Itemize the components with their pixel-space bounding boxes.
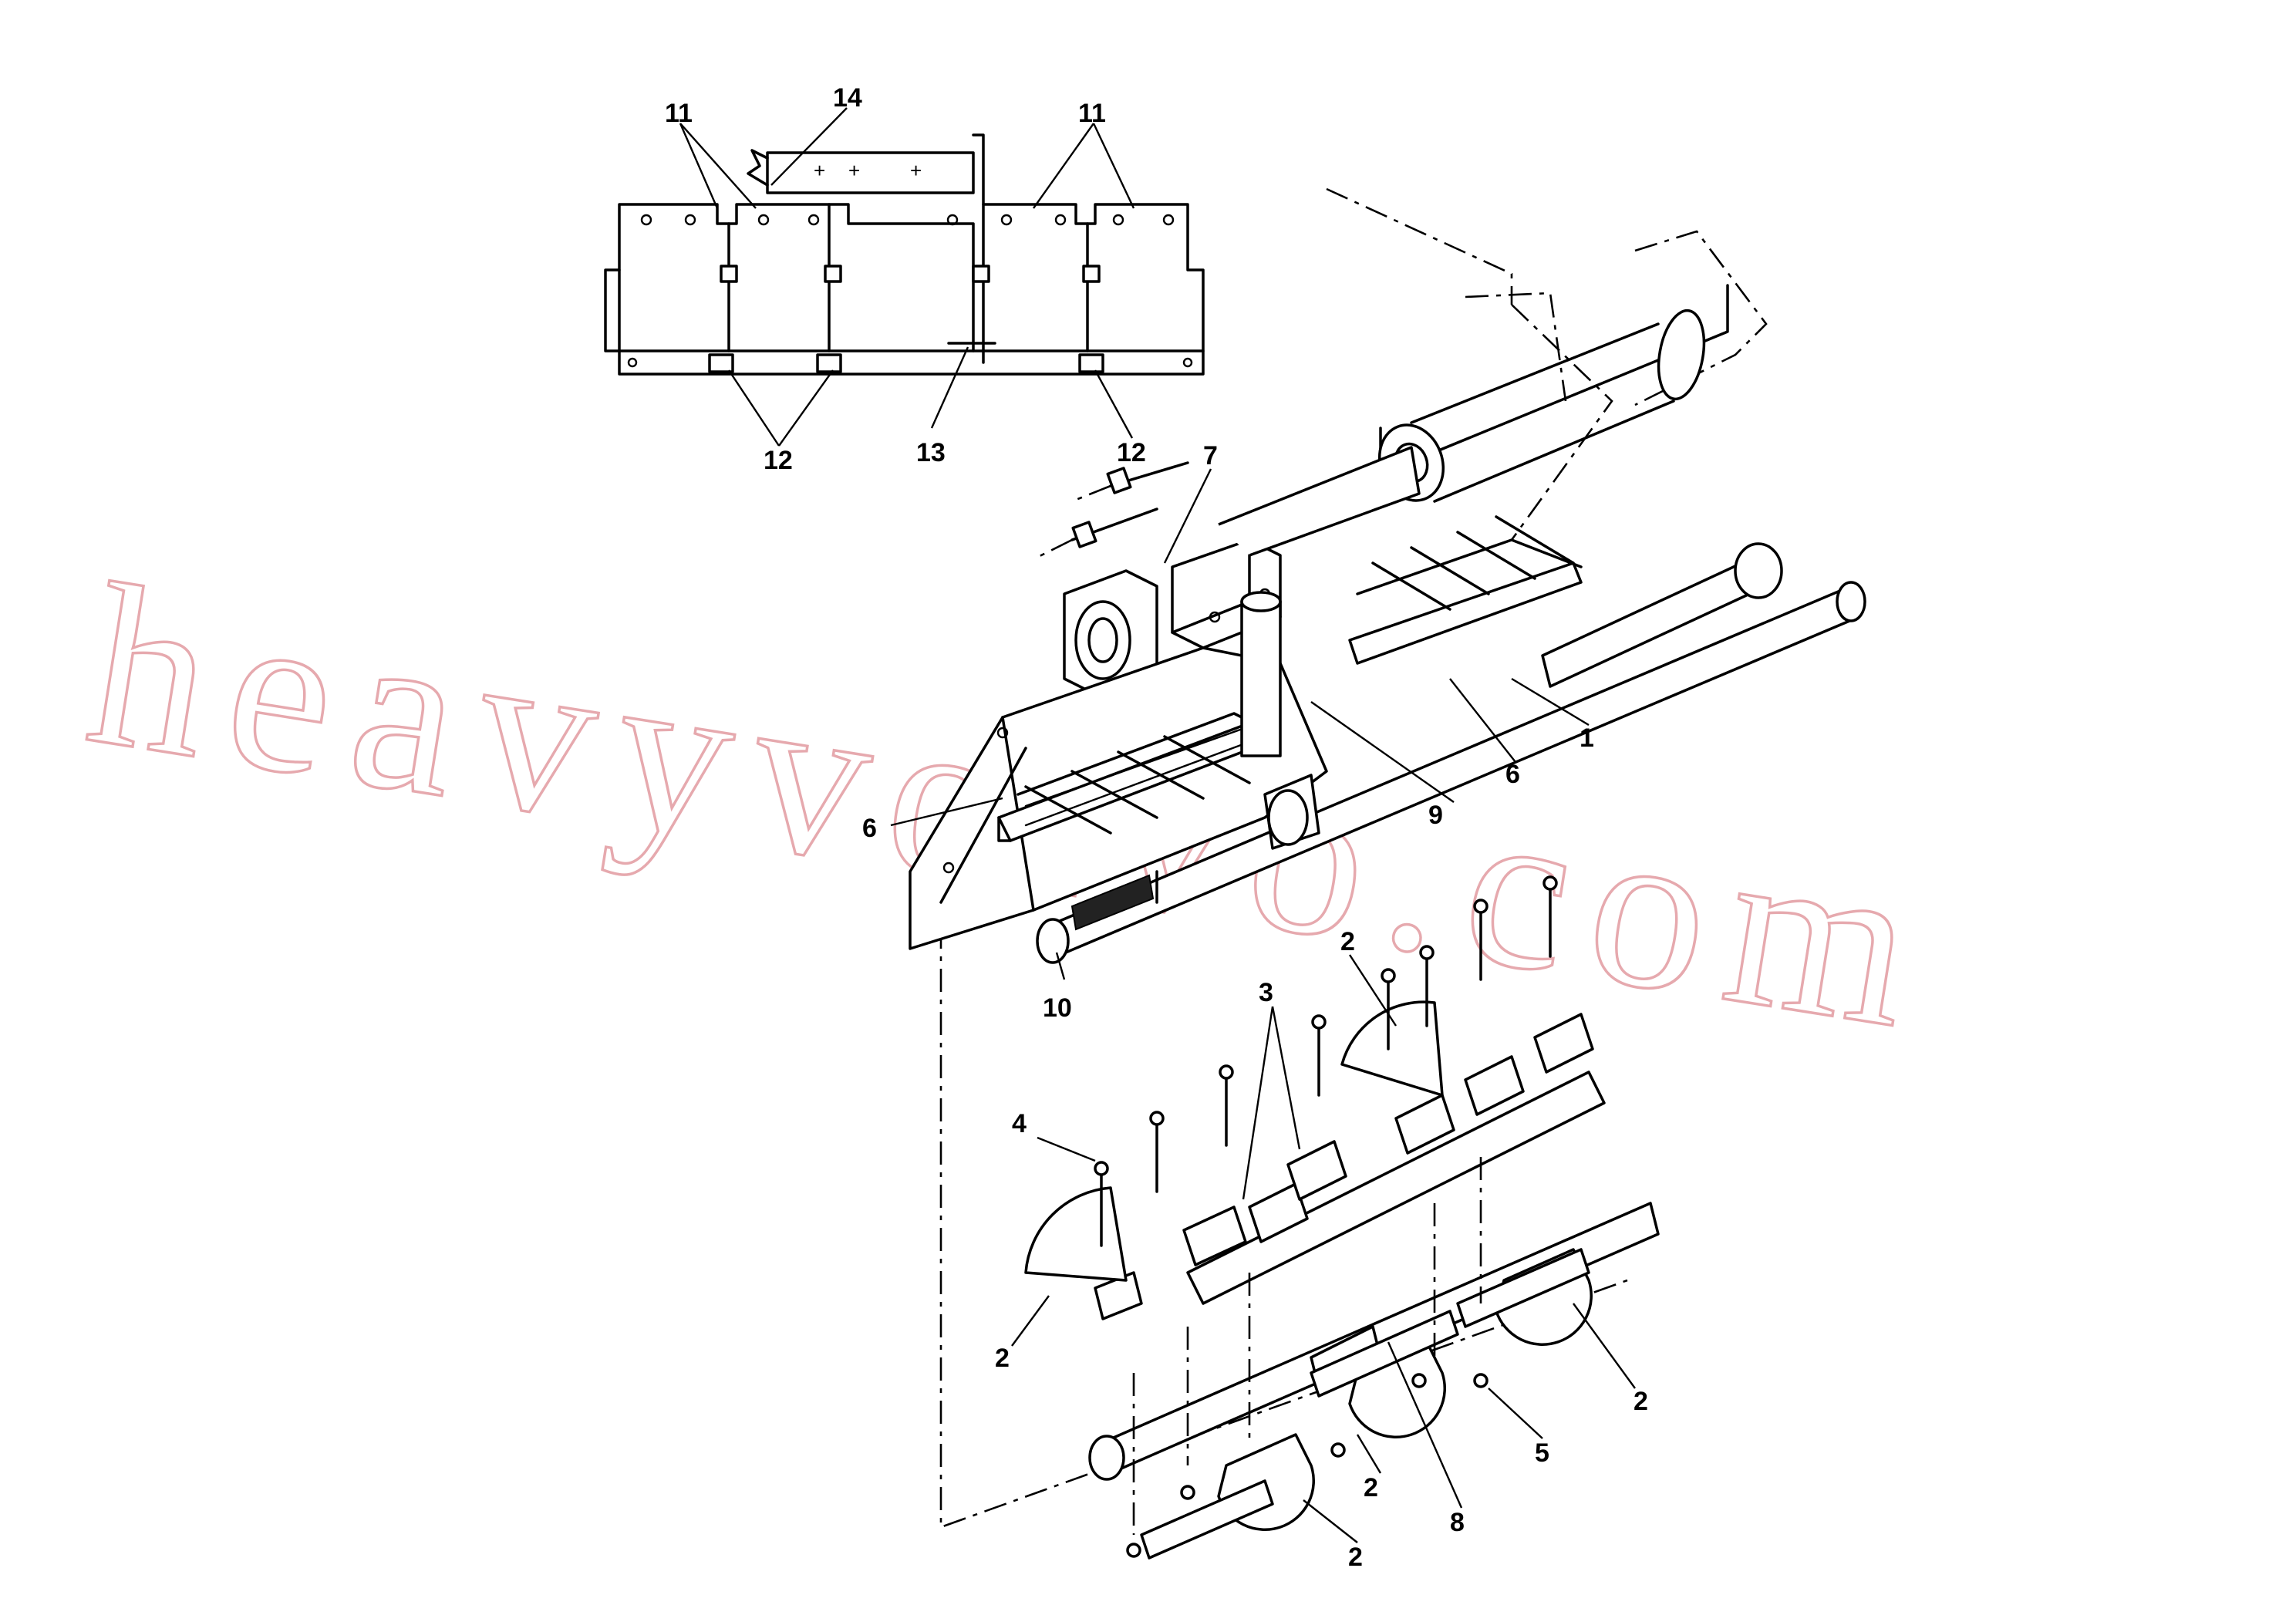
callout-2-bottom-mid: 2: [1364, 1473, 1378, 1502]
callout-14: 14: [833, 83, 862, 113]
svg-text:+: +: [910, 159, 922, 182]
callout-6-left: 6: [862, 814, 877, 843]
svg-text:+: +: [814, 159, 825, 182]
mud-flap-inset: + + +: [604, 133, 1205, 376]
svg-text:+: +: [848, 159, 860, 182]
callout-11-right: 11: [1078, 99, 1106, 128]
callout-4: 4: [1012, 1109, 1027, 1138]
callout-5: 5: [1535, 1438, 1549, 1468]
bolts-vertical: [1094, 875, 1558, 1247]
callout-1: 1: [1580, 723, 1594, 753]
callout-13: 13: [916, 438, 946, 467]
callout-2-left: 2: [995, 1344, 1010, 1373]
callout-7: 7: [1203, 441, 1218, 470]
lower-shaft-assembly: [1024, 875, 1660, 1560]
callout-2-bottom: 2: [1348, 1543, 1363, 1572]
callout-3: 3: [1259, 978, 1273, 1007]
callout-2-right: 2: [1633, 1387, 1648, 1416]
callout-12-right: 12: [1117, 438, 1146, 467]
callout-11-left: 11: [665, 99, 693, 128]
callout-6-right: 6: [1505, 760, 1520, 789]
callout-10: 10: [1043, 993, 1072, 1023]
callout-leaders: [679, 107, 1636, 1543]
callout-8: 8: [1450, 1508, 1465, 1537]
callout-2-top: 2: [1340, 927, 1355, 956]
callout-9: 9: [1428, 801, 1443, 830]
callout-labels: 11 14 11 12 13 12 7 1 6 9 6 10 2 3 4 2 2…: [665, 83, 1648, 1572]
callout-12-left: 12: [764, 446, 793, 475]
